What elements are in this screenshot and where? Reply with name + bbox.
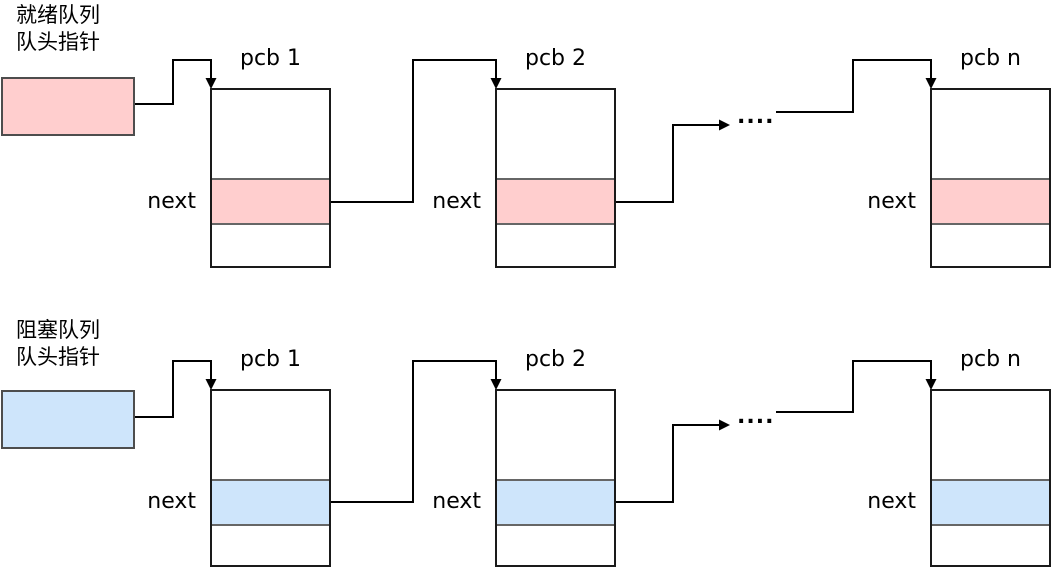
ready-queue-label: 就绪队列 队头指针: [16, 2, 100, 56]
pcb-next-field: [932, 180, 1049, 225]
pcb-title: pcb 1: [239, 347, 301, 372]
pcb-title: pcb n: [960, 347, 1021, 372]
ellipsis-dots: ....: [737, 104, 775, 129]
arrowhead-down-icon: [925, 78, 937, 89]
queue-label-line1: 阻塞队列: [16, 319, 100, 342]
pcb-node-2: [495, 389, 616, 567]
pcb-field-bottom: [497, 526, 614, 565]
connector-blocked-ellipsis-to-pcbn: [776, 360, 932, 413]
pcb-field-top: [497, 391, 614, 481]
queue-label-line2: 队头指针: [16, 346, 100, 369]
connector-ready-ellipsis-to-pcbn: [776, 59, 932, 113]
connector-blocked-head-to-pcb1: [135, 360, 212, 418]
pcb-field-bottom: [932, 526, 1049, 565]
connector-ready-pcb2-to-ellipsis: [616, 124, 719, 203]
blocked-queue-label: 阻塞队列 队头指针: [16, 317, 100, 371]
ready-head-pointer-box: [1, 77, 135, 136]
pcb-node-n: [930, 88, 1051, 268]
connector-blocked-pcb2-to-ellipsis: [616, 424, 719, 503]
pcb-node-1: [210, 88, 331, 268]
next-label: next: [432, 489, 481, 514]
connector-ready-head-to-pcb1: [135, 59, 212, 105]
blocked-head-pointer-box: [1, 390, 135, 449]
queue-label-line1: 就绪队列: [16, 4, 100, 27]
pcb-field-top: [212, 391, 329, 481]
pcb-title: pcb 1: [239, 46, 301, 71]
pcb-node-n: [930, 389, 1051, 567]
next-label: next: [867, 189, 916, 214]
pcb-title: pcb 2: [524, 347, 586, 372]
pcb-next-field: [212, 481, 329, 526]
arrowhead-down-icon: [490, 78, 502, 89]
pcb-field-top: [212, 90, 329, 180]
pcb-node-1: [210, 389, 331, 567]
pcb-node-2: [495, 88, 616, 268]
pcb-next-field: [497, 180, 614, 225]
pcb-next-field: [497, 481, 614, 526]
connector-ready-pcb1-to-pcb2: [331, 59, 497, 203]
next-label: next: [147, 189, 196, 214]
arrowhead-right-icon: [719, 119, 730, 131]
next-label: next: [147, 489, 196, 514]
pcb-next-field: [932, 481, 1049, 526]
pcb-field-bottom: [497, 225, 614, 266]
arrowhead-down-icon: [205, 379, 217, 390]
connector-blocked-pcb1-to-pcb2: [331, 360, 497, 503]
arrowhead-down-icon: [925, 379, 937, 390]
arrowhead-right-icon: [719, 419, 730, 431]
ellipsis-dots: ....: [737, 404, 775, 429]
pcb-field-top: [497, 90, 614, 180]
pcb-next-field: [212, 180, 329, 225]
next-label: next: [867, 489, 916, 514]
pcb-field-bottom: [212, 225, 329, 266]
pcb-field-bottom: [932, 225, 1049, 266]
pcb-field-top: [932, 391, 1049, 481]
next-label: next: [432, 189, 481, 214]
arrowhead-down-icon: [205, 78, 217, 89]
queue-label-line2: 队头指针: [16, 31, 100, 54]
pcb-title: pcb n: [960, 46, 1021, 71]
arrowhead-down-icon: [490, 379, 502, 390]
pcb-field-bottom: [212, 526, 329, 565]
pcb-field-top: [932, 90, 1049, 180]
pcb-title: pcb 2: [524, 46, 586, 71]
